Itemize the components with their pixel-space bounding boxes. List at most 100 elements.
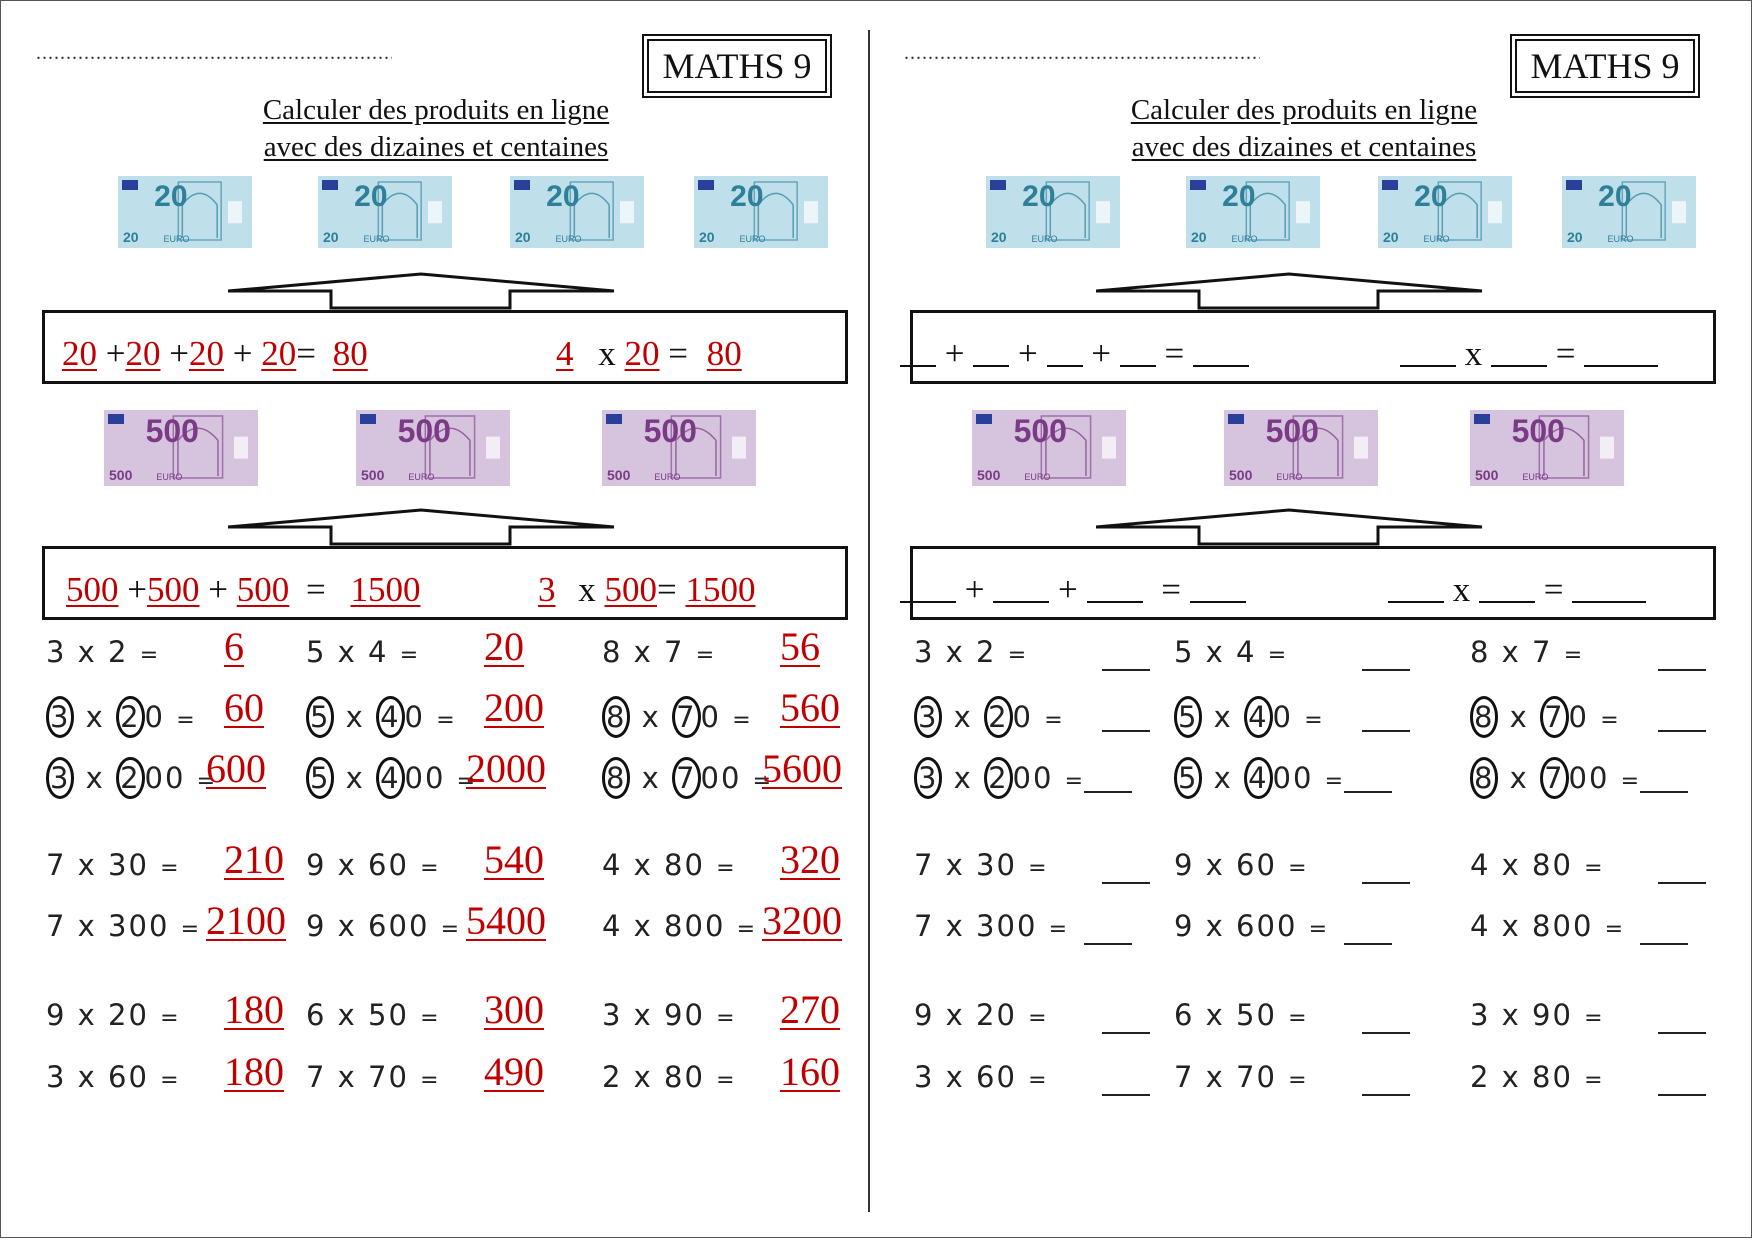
blank-answer-r6-1 — [1102, 1030, 1150, 1034]
title-line-2: avec des dizaines et centaines — [263, 131, 609, 163]
svg-text:20: 20 — [1567, 229, 1583, 245]
answer-r6-2: 300 — [484, 987, 544, 1032]
circled-digit: 2 — [116, 696, 145, 738]
addition-500-blank-row: + + = — [900, 570, 1246, 610]
circled-digit: 7 — [672, 696, 701, 738]
svg-text:EURO: EURO — [1276, 472, 1302, 482]
exercise-r7-1: 3 x 60 = — [914, 1060, 1049, 1094]
circled-digit: 5 — [1174, 757, 1203, 799]
svg-text:500: 500 — [607, 467, 631, 483]
banknote-20-euro: 20 20 EURO — [1562, 176, 1696, 248]
product-20-blank-row: x = — [1400, 334, 1659, 374]
exercise-r4-3: 4 x 80 = — [1470, 848, 1605, 882]
equation-box-20 — [910, 310, 1716, 384]
circled-digit: 3 — [914, 696, 943, 738]
circled-digit: 5 — [1174, 696, 1203, 738]
svg-text:EURO: EURO — [740, 234, 766, 244]
blank-answer-r6-2 — [1362, 1030, 1410, 1034]
funnel-bracket — [1096, 272, 1483, 310]
funnel-bracket — [228, 272, 615, 310]
svg-text:EURO: EURO — [1424, 234, 1450, 244]
answer-r3-2: 2000 — [466, 746, 546, 791]
svg-text:20: 20 — [123, 229, 139, 245]
answer-r6-3: 270 — [780, 987, 840, 1032]
product-500-blank-row: x = — [1388, 570, 1647, 610]
answer-r7-2: 490 — [484, 1049, 544, 1094]
title-line-1: Calculer des produits en ligne — [262, 94, 610, 126]
circled-digit: 4 — [376, 696, 405, 738]
circled-digit: 8 — [1470, 696, 1499, 738]
badge-label: MATHS 9 — [1515, 39, 1695, 93]
circled-digit: 2 — [984, 757, 1013, 799]
product-500-row: 3 x 500= 1500 — [538, 570, 756, 609]
answer-r5-3: 3200 — [762, 898, 842, 943]
worksheet-title: Calculer des produits en ligne avec des d… — [226, 92, 646, 166]
svg-text:20: 20 — [1222, 180, 1255, 213]
blank-answer-r3-2 — [1344, 789, 1392, 793]
badge-label: MATHS 9 — [647, 39, 827, 93]
exercise-r6-1: 9 x 20 = — [914, 998, 1049, 1032]
addition-20-blank-row: + + + = — [900, 334, 1249, 374]
exercise-r6-1: 9 x 20 = — [46, 998, 181, 1032]
circled-digit: 4 — [1244, 696, 1273, 738]
name-line: ........................................… — [904, 42, 1260, 64]
exercise-r1-2: 5 x 4 = — [306, 635, 421, 669]
answer-r2-3: 560 — [780, 685, 840, 730]
blank-answer-r5-1 — [1084, 941, 1132, 945]
blank-answer-r7-3 — [1658, 1092, 1706, 1096]
blank-answer-r1-3 — [1658, 667, 1706, 671]
svg-text:20: 20 — [699, 229, 715, 245]
answer-r4-3: 320 — [780, 837, 840, 882]
center-divider — [868, 30, 870, 1212]
worksheet-right: ........................................… — [868, 0, 1738, 1240]
svg-text:EURO: EURO — [654, 472, 680, 482]
worksheet-left: ........................................… — [0, 0, 870, 1240]
banknote-500-euro: 500 500 EURO — [1224, 410, 1378, 486]
blank-answer-r6-3 — [1658, 1030, 1706, 1034]
banknote-20-euro: 20 20 EURO — [986, 176, 1120, 248]
exercise-r7-1: 3 x 60 = — [46, 1060, 181, 1094]
svg-text:EURO: EURO — [1522, 472, 1548, 482]
circled-digit: 3 — [46, 757, 75, 799]
answer-r7-3: 160 — [780, 1049, 840, 1094]
funnel-bracket — [1096, 508, 1483, 546]
svg-text:EURO: EURO — [1608, 234, 1634, 244]
svg-text:EURO: EURO — [1032, 234, 1058, 244]
svg-text:500: 500 — [1475, 467, 1499, 483]
svg-text:500: 500 — [1512, 413, 1565, 449]
circled-digit: 3 — [914, 757, 943, 799]
svg-text:20: 20 — [1191, 229, 1207, 245]
svg-text:20: 20 — [323, 229, 339, 245]
svg-text:EURO: EURO — [556, 234, 582, 244]
svg-text:500: 500 — [1229, 467, 1253, 483]
circled-digit: 7 — [1540, 696, 1569, 738]
circled-digit: 8 — [1470, 757, 1499, 799]
svg-text:20: 20 — [991, 229, 1007, 245]
exercise-r4-1: 7 x 30 = — [46, 848, 181, 882]
equation-box-20 — [42, 310, 848, 384]
svg-text:EURO: EURO — [1024, 472, 1050, 482]
circled-digit: 7 — [672, 757, 701, 799]
exercise-r5-2: 9 x 600 = — [1174, 909, 1330, 943]
answer-r2-1: 60 — [224, 685, 264, 730]
blank-answer-r5-2 — [1344, 941, 1392, 945]
exercise-r5-3: 4 x 800 = — [1470, 909, 1626, 943]
exercise-r1-2: 5 x 4 = — [1174, 635, 1289, 669]
svg-text:500: 500 — [361, 467, 385, 483]
product-20-row: 4 x 20 = 80 — [556, 334, 742, 373]
banknote-20-euro: 20 20 EURO — [1186, 176, 1320, 248]
svg-text:20: 20 — [1414, 180, 1447, 213]
banknote-20-euro: 20 20 EURO — [318, 176, 452, 248]
banknote-20-euro: 20 20 EURO — [694, 176, 828, 248]
blank-answer-r4-2 — [1362, 880, 1410, 884]
exercise-r4-1: 7 x 30 = — [914, 848, 1049, 882]
